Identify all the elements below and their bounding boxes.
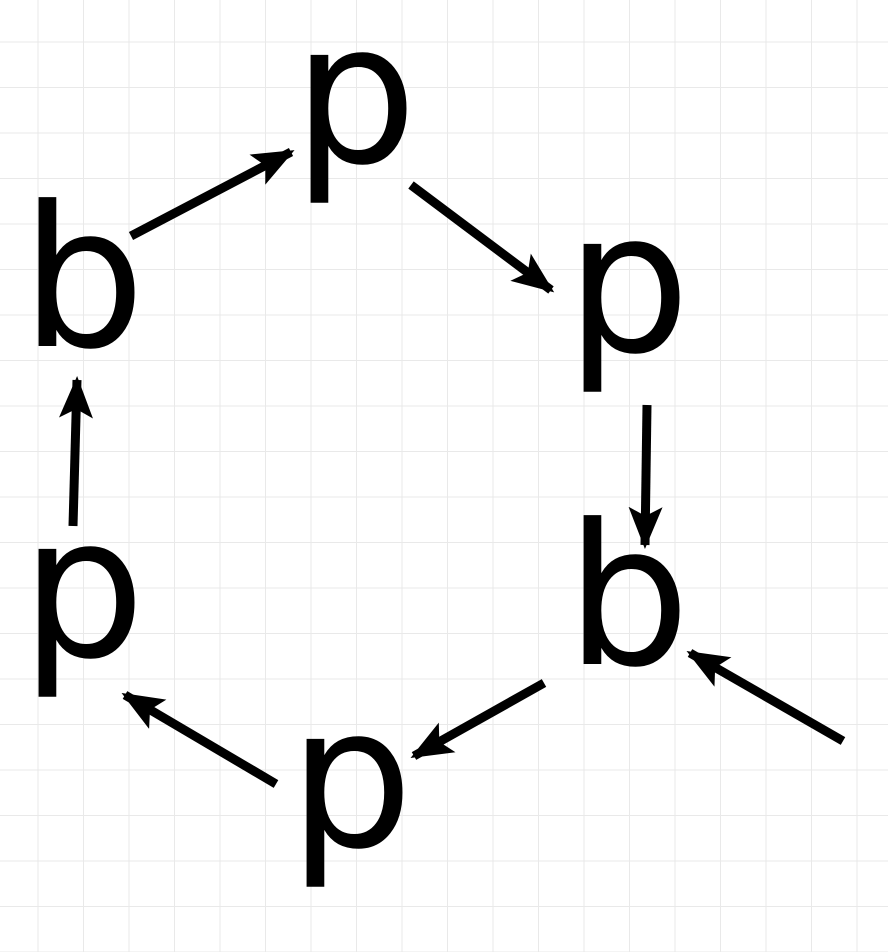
node-lower-right: b <box>566 483 690 711</box>
edges <box>58 148 846 788</box>
node-lower-left: p <box>21 475 145 703</box>
edge-outside-to-lower-right <box>686 649 846 745</box>
edge-lower-left-to-upper-left <box>58 376 93 527</box>
edge-bottom-to-lower-left <box>121 691 279 788</box>
node-bottom: p <box>289 665 413 893</box>
nodes: p p b p p b <box>21 0 690 893</box>
node-upper-right: p <box>566 170 690 398</box>
node-upper-left: b <box>21 165 145 393</box>
edge-upper-right-to-lower-right <box>628 404 663 549</box>
node-top: p <box>293 0 417 209</box>
edge-lower-right-to-bottom <box>410 679 547 760</box>
edge-upper-left-to-top <box>128 148 295 240</box>
edge-top-to-upper-right <box>408 181 555 294</box>
